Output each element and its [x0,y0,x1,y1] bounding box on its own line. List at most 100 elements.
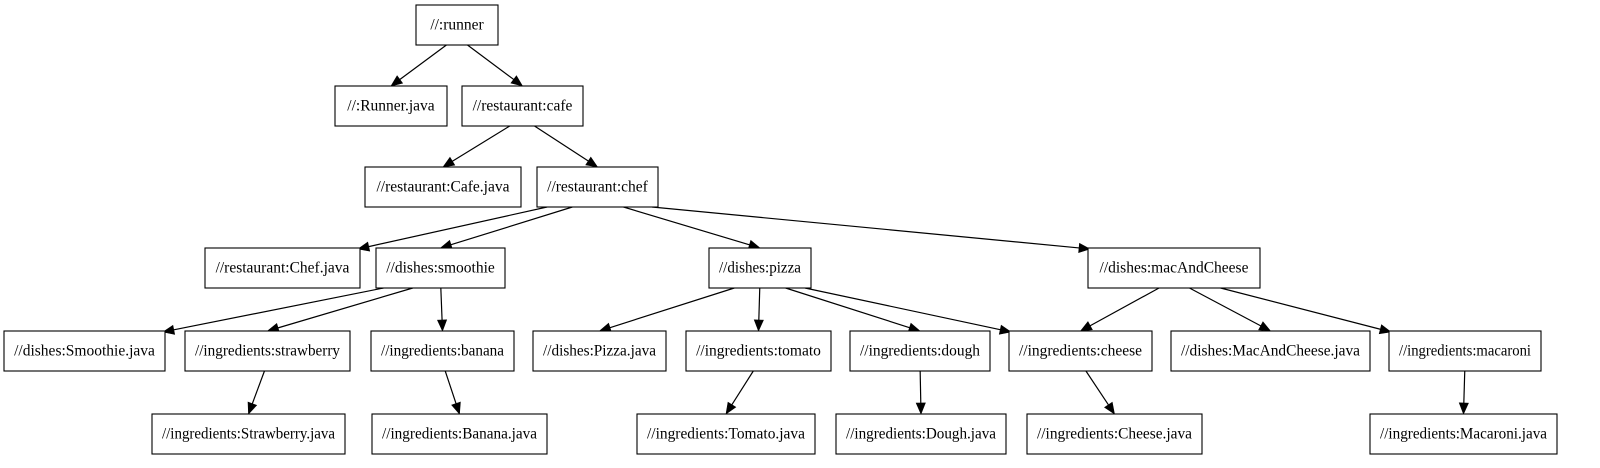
edge-arrowhead [451,401,461,415]
graph-node-ing_cheese_java[interactable]: //ingredients:Cheese.java [1026,413,1203,455]
graph-edge [1189,287,1272,332]
edge-arrowhead [1104,401,1115,415]
node-box[interactable] [3,330,166,372]
graph-edge [534,125,599,168]
node-label: //:runner [430,17,484,34]
node-box[interactable] [636,413,816,455]
node-label: //dishes:Smoothie.java [14,343,155,360]
node-box[interactable] [1369,413,1558,455]
graph-node-ing_tomato[interactable]: //ingredients:tomato [685,330,832,372]
node-box[interactable] [1170,330,1371,372]
graph-edge [439,206,573,250]
edge-arrowhead [390,75,404,87]
graph-node-dishes_macandcheese_java[interactable]: //dishes:MacAndCheese.java [1170,330,1371,372]
edge-line [467,44,515,80]
edge-arrowhead [1458,402,1469,415]
edge-arrowhead [1079,321,1093,332]
edge-arrowhead [753,319,764,332]
node-label: //restaurant:chef [547,179,649,196]
graph-node-runner[interactable]: //:runner [415,4,499,46]
edge-arrowhead [162,324,176,335]
graph-edge [1085,370,1115,415]
graph-edge [357,206,548,252]
graph-edge [1220,287,1392,335]
graph-edge [753,287,764,332]
edge-line [1085,370,1109,406]
edge-line [452,125,511,162]
node-label: //:Runner.java [347,98,435,115]
node-label: //ingredients:cheese [1019,343,1142,360]
edge-line [919,370,922,404]
graph-node-restaurant_cafe_java[interactable]: //restaurant:Cafe.java [364,166,522,208]
graph-edge [651,206,1091,253]
graph-edge [785,287,921,333]
node-box[interactable] [532,330,667,372]
edge-line [534,125,589,162]
node-box[interactable] [835,413,1007,455]
node-box[interactable] [371,413,548,455]
graph-node-ing_dough[interactable]: //ingredients:dough [849,330,991,372]
node-box[interactable] [1388,330,1542,372]
node-label: //ingredients:Dough.java [846,426,996,443]
node-box[interactable] [1026,413,1203,455]
node-box[interactable] [364,166,522,208]
graph-node-restaurant_chef[interactable]: //restaurant:chef [536,166,659,208]
node-label: //dishes:MacAndCheese.java [1181,343,1360,360]
node-box[interactable] [1087,247,1261,289]
node-box[interactable] [370,330,515,372]
graph-node-restaurant_cafe[interactable]: //restaurant:cafe [461,85,584,127]
edge-arrowhead [1378,324,1392,335]
graph-node-ing_macaroni[interactable]: //ingredients:macaroni [1388,330,1542,372]
graph-node-dishes_smoothie[interactable]: //dishes:smoothie [375,247,506,289]
node-box[interactable] [204,247,361,289]
graph-node-runner_java[interactable]: //:Runner.java [334,85,448,127]
node-label: //dishes:Pizza.java [543,343,656,360]
edge-line [731,370,754,406]
node-box[interactable] [1008,330,1153,372]
node-label: //ingredients:Strawberry.java [162,426,335,443]
graph-node-ing_strawberry_java[interactable]: //ingredients:Strawberry.java [151,413,346,455]
graph-node-ing_banana[interactable]: //ingredients:banana [370,330,515,372]
node-box[interactable] [151,413,346,455]
edge-line [1189,287,1262,327]
graph-node-ing_strawberry[interactable]: //ingredients:strawberry [184,330,351,372]
graph-node-ing_cheese[interactable]: //ingredients:cheese [1008,330,1153,372]
node-box[interactable] [334,85,448,127]
node-box[interactable] [184,330,351,372]
edge-line [651,206,1080,249]
node-box[interactable] [849,330,991,372]
graph-edge [1079,287,1160,332]
graph-edge [804,287,1012,335]
graph-node-ing_banana_java[interactable]: //ingredients:Banana.java [371,413,548,455]
node-box[interactable] [685,330,832,372]
edge-arrowhead [1258,321,1272,332]
node-label: //ingredients:Cheese.java [1037,426,1192,443]
edge-arrowhead [998,324,1012,335]
graph-node-dishes_smoothie_java[interactable]: //dishes:Smoothie.java [3,330,166,372]
edge-line [804,287,1001,331]
edge-line [444,370,457,404]
graph-node-dishes_pizza_java[interactable]: //dishes:Pizza.java [532,330,667,372]
node-box[interactable] [375,247,506,289]
node-label: //restaurant:Cafe.java [377,179,510,196]
edge-layer [162,44,1469,415]
edge-line [1089,287,1160,327]
graph-node-ing_tomato_java[interactable]: //ingredients:Tomato.java [636,413,816,455]
edge-line [1463,370,1466,404]
node-box[interactable] [708,247,812,289]
graph-node-dishes_pizza[interactable]: //dishes:pizza [708,247,812,289]
node-box[interactable] [536,166,659,208]
graph-edge [266,287,413,333]
graph-node-ing_macaroni_java[interactable]: //ingredients:Macaroni.java [1369,413,1558,455]
graph-edge [725,370,754,415]
graph-edge [467,44,524,87]
graph-node-dishes_macandcheese[interactable]: //dishes:macAndCheese [1087,247,1261,289]
node-box[interactable] [461,85,584,127]
node-box[interactable] [415,4,499,46]
graph-node-ing_dough_java[interactable]: //ingredients:Dough.java [835,413,1007,455]
graph-node-restaurant_chef_java[interactable]: //restaurant:Chef.java [204,247,361,289]
graph-edge [623,206,761,250]
edge-line [368,206,548,248]
edge-line [758,287,761,321]
graph-edge [915,370,926,415]
